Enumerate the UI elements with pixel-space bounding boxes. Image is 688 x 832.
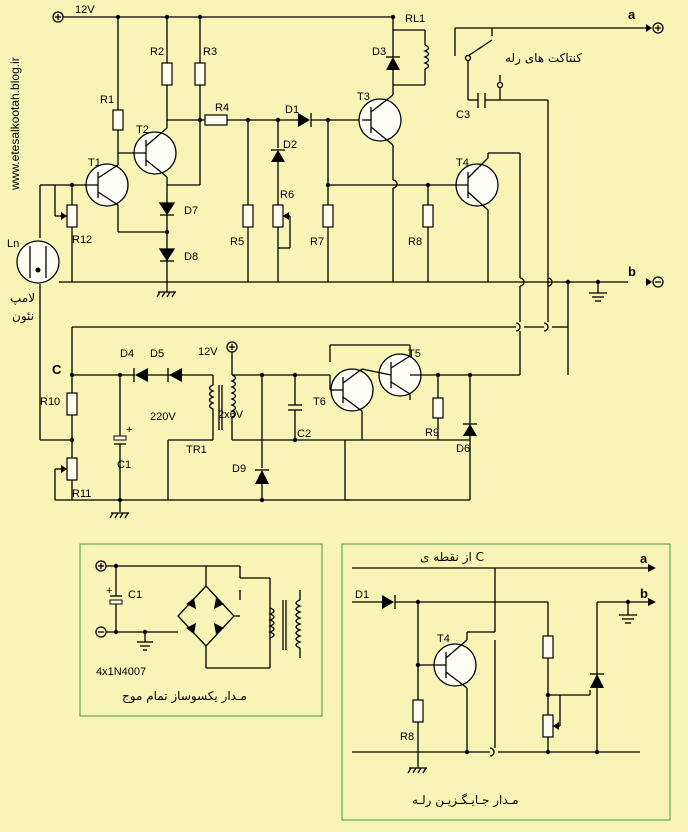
label-r4: R4 — [215, 102, 229, 114]
label-t1: T1 — [88, 157, 101, 169]
label-d5: D5 — [150, 348, 164, 360]
label-c3: C3 — [456, 109, 470, 121]
diode-d9 — [255, 470, 269, 484]
resistor-r3 — [194, 62, 206, 86]
supply-label-top: 12V — [75, 4, 95, 16]
label-t5: T5 — [408, 348, 421, 360]
label-d2: D2 — [283, 139, 297, 151]
rep-pot — [542, 714, 554, 738]
resistor-r1 — [112, 109, 124, 131]
relay-replacement-box: از نقطه ی C a b D1 — [341, 543, 671, 821]
terminal-b — [652, 276, 664, 288]
label-r11: R11 — [72, 488, 91, 500]
rep-resistor-top — [542, 635, 554, 659]
diode-d7 — [158, 202, 176, 216]
rect-diodes-label: 4x1N4007 — [96, 666, 146, 678]
label-ln: Ln — [7, 238, 19, 250]
resistor-r4 — [204, 114, 228, 126]
diode-d1 — [298, 113, 310, 127]
label-t6: T6 — [313, 396, 326, 408]
label-t2: T2 — [136, 124, 149, 136]
resistor-r12 — [66, 204, 78, 228]
label-220v: 220V — [150, 411, 176, 423]
transformer-primary — [208, 375, 215, 440]
label-2x6v: 2x6V — [218, 409, 244, 421]
label-r9: R9 — [425, 427, 439, 439]
label-r8: R8 — [408, 236, 422, 248]
label-t3: T3 — [357, 91, 370, 103]
rep-label-t4: T4 — [437, 633, 450, 645]
label-r2: R2 — [150, 46, 164, 58]
relay-coil-rl1 — [423, 44, 430, 70]
lamp-label-line2: نئون — [12, 309, 34, 324]
label-c2: C2 — [297, 428, 311, 440]
main-circuit: 12V R1 R2 R3 R4 — [7, 4, 664, 440]
label-c-node: C — [52, 362, 62, 377]
c1-plus-mark: + — [126, 424, 132, 436]
resistor-r10 — [66, 392, 78, 416]
resistor-r6 — [272, 204, 284, 228]
resistor-r2 — [161, 62, 173, 86]
rep-thyristor — [590, 674, 604, 688]
transistor-t3 — [358, 98, 402, 142]
lamp-label-line1: لامپ — [10, 291, 35, 305]
diode-d8 — [158, 248, 176, 262]
rep-diode-d1 — [382, 595, 394, 609]
rect-label-c1: C1 — [128, 589, 142, 601]
label-r12: R12 — [72, 234, 92, 246]
label-d3: D3 — [372, 46, 386, 58]
rep-label-r8: R8 — [400, 731, 414, 743]
label-rl1: RL1 — [405, 13, 425, 25]
rect-c1-plus: + — [106, 585, 112, 597]
label-d6: D6 — [456, 443, 470, 455]
transformer-secondary — [230, 374, 237, 440]
label-r3: R3 — [203, 46, 217, 58]
label-d7: D7 — [184, 205, 198, 217]
supply-label-mid: 12V — [198, 346, 218, 358]
rep-label-b: b — [640, 586, 648, 601]
diode-d5 — [169, 368, 182, 382]
rect-transformer — [268, 607, 275, 639]
label-a: a — [628, 7, 636, 22]
label-r10: R10 — [40, 396, 60, 408]
bridge-rectifier — [177, 585, 235, 647]
diode-d4 — [135, 368, 148, 382]
rectifier-box: + C1 4x1N4007 مـدار یکسوساز تمام موج — [79, 543, 323, 717]
rep-resistor-r8 — [412, 699, 424, 723]
relay-contact-switch — [467, 39, 493, 57]
label-r6: R6 — [280, 189, 294, 201]
rep-label-a: a — [640, 551, 648, 566]
terminal-a — [652, 22, 664, 34]
label-d9: D9 — [232, 463, 246, 475]
label-d1: D1 — [285, 104, 299, 116]
rep-title: مـدار جـایـگـزیـن رلـه — [412, 793, 519, 808]
label-r1: R1 — [100, 94, 114, 106]
label-t4: T4 — [456, 157, 469, 169]
label-b: b — [628, 264, 636, 279]
label-d4: D4 — [120, 348, 134, 360]
resistor-r5 — [242, 204, 254, 228]
rect-title: مـدار یکسوساز تمام موج — [122, 689, 247, 704]
diode-d2 — [271, 150, 285, 162]
label-r7: R7 — [310, 236, 324, 248]
resistor-r8 — [422, 204, 434, 228]
resistor-r7 — [322, 204, 334, 228]
label-d8: D8 — [184, 251, 198, 263]
timer-circuit: C D4 D5 R10 R11 — [40, 322, 568, 519]
label-c1: C1 — [117, 459, 131, 471]
resistor-r9 — [432, 397, 444, 419]
resistor-r11 — [66, 457, 78, 481]
capacitor-c1 — [113, 435, 127, 441]
label-tr1: TR1 — [186, 444, 207, 456]
label-r5: R5 — [230, 236, 244, 248]
diode-d3 — [386, 57, 400, 70]
relay-contacts-label: کنتاکت های رله — [505, 51, 582, 66]
rep-label-d1: D1 — [355, 589, 369, 601]
diode-d6 — [463, 424, 477, 436]
rep-from-c-label: از نقطه ی C — [420, 550, 484, 565]
neon-lamp-ln — [16, 240, 60, 284]
